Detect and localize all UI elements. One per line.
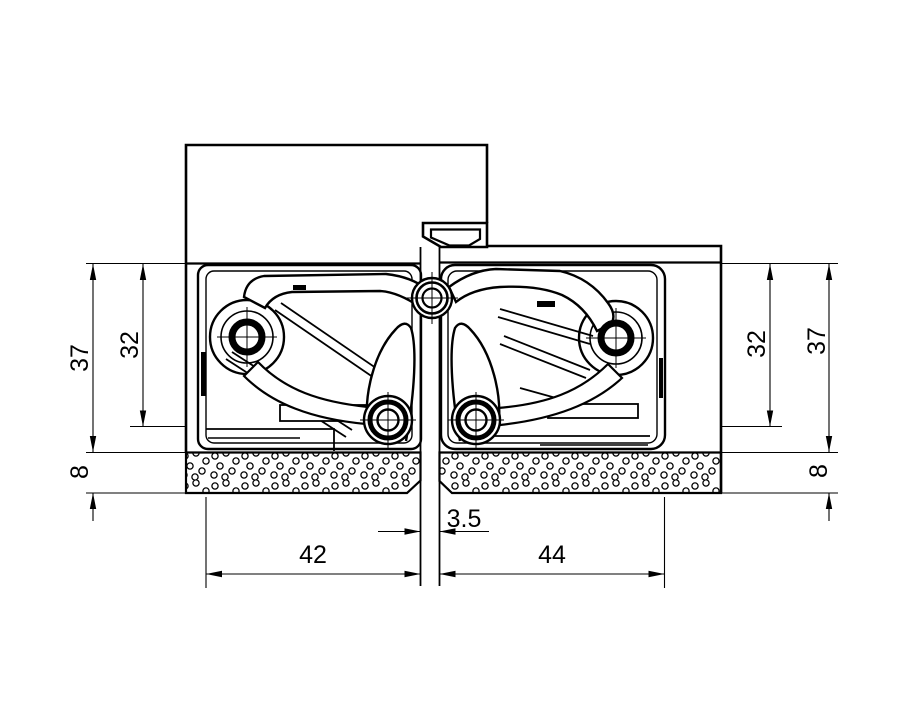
hinge-mechanism — [201, 221, 663, 451]
dim-label-left-seal: 8 — [66, 465, 94, 479]
right-cup-bolt — [586, 308, 646, 368]
seal-strip-left — [184, 451, 422, 495]
dim-label-frame-side: 44 — [538, 541, 566, 569]
door-pocket-outline — [196, 263, 423, 451]
right-arm — [447, 267, 615, 333]
hinge-cap — [421, 221, 489, 249]
dim-label-right-overall: 37 — [803, 327, 831, 355]
dim-label-right-seal: 8 — [805, 464, 833, 478]
center-pivot-crosshair — [406, 272, 458, 324]
base-plates — [206, 403, 650, 451]
frame-pocket-outline — [439, 263, 667, 451]
dim-label-door-side: 42 — [299, 541, 327, 569]
seal-strip-right — [438, 451, 723, 495]
left-arm — [242, 272, 428, 310]
dim-label-left-inner: 32 — [116, 331, 144, 359]
dimension-labels: 37 32 8 32 37 8 42 3.5 44 — [66, 327, 833, 569]
right-lower-pivot — [448, 392, 504, 448]
left-lower-pivot — [360, 392, 416, 448]
left-cup-bolt — [217, 307, 277, 367]
door-leaf — [184, 143, 489, 452]
seal-strips — [184, 451, 723, 495]
hinge-pockets — [196, 263, 667, 451]
dim-label-gap: 3.5 — [447, 505, 482, 533]
dim-label-left-overall: 37 — [66, 344, 94, 372]
frame — [439, 244, 723, 493]
dim-label-right-inner: 32 — [743, 330, 771, 358]
section-marks — [201, 285, 663, 398]
dimension-arrowheads — [89, 264, 833, 578]
